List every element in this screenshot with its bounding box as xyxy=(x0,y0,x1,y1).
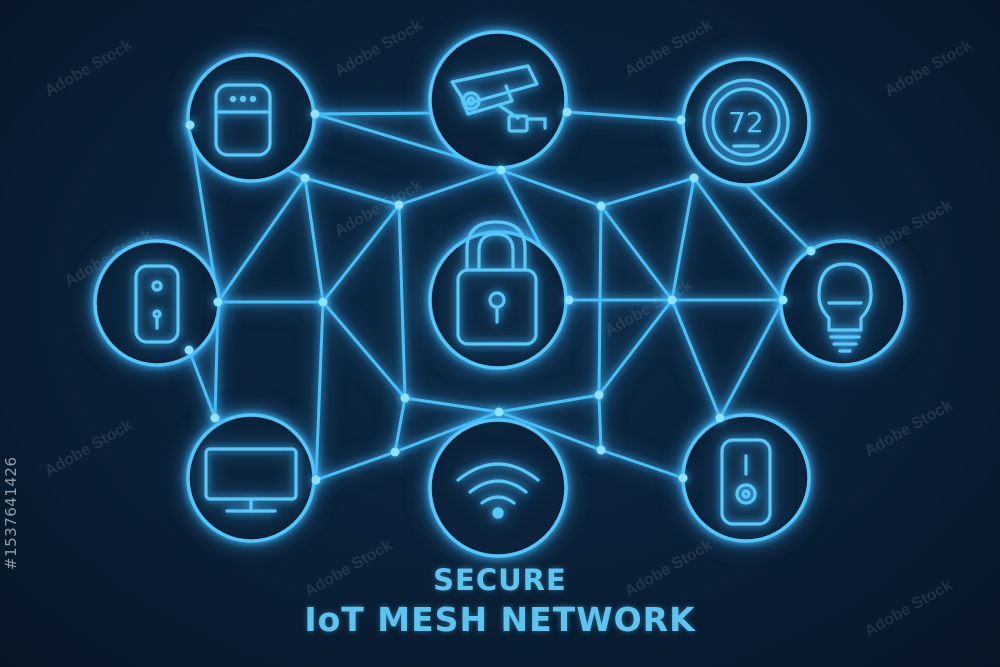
mesh-node xyxy=(806,246,816,256)
mesh-node xyxy=(311,475,321,485)
mesh-node xyxy=(667,295,677,305)
mesh-link xyxy=(398,168,502,207)
mesh-node xyxy=(676,115,686,125)
mesh-link xyxy=(394,410,500,454)
mesh-node xyxy=(494,407,504,417)
device-circle xyxy=(428,30,568,170)
mesh-link xyxy=(718,299,785,419)
monitor-icon xyxy=(204,447,298,513)
mesh-link xyxy=(304,176,400,207)
mesh-link xyxy=(315,450,396,482)
wifi-icon xyxy=(456,462,540,519)
mesh-node xyxy=(496,165,506,175)
mesh-node xyxy=(778,295,788,305)
mesh-links xyxy=(187,110,813,482)
mesh-link xyxy=(404,396,500,414)
caption-line-1: SECURE xyxy=(433,563,567,597)
mesh-link xyxy=(500,168,602,208)
mesh-node xyxy=(596,445,606,455)
mesh-node xyxy=(318,297,328,307)
device-circle xyxy=(428,418,568,558)
mesh-link xyxy=(321,204,401,303)
mesh-node xyxy=(689,173,699,183)
mesh-link xyxy=(600,176,695,208)
mesh-node xyxy=(185,120,195,130)
mesh-node xyxy=(594,390,604,400)
mesh-link xyxy=(599,205,674,301)
light-bulb-icon xyxy=(817,262,873,353)
device-circle xyxy=(93,239,221,367)
door-sensor-icon xyxy=(134,264,180,344)
mesh-link xyxy=(498,410,602,452)
mesh-node xyxy=(715,413,725,423)
thermostat-reading: 72 xyxy=(728,106,764,139)
mesh-node xyxy=(310,109,320,119)
mesh-nodes xyxy=(184,107,816,485)
mesh-link xyxy=(498,393,600,414)
mesh-node xyxy=(300,173,310,183)
device-circle xyxy=(186,53,316,183)
mesh-node xyxy=(210,413,220,423)
mesh-link xyxy=(597,394,603,451)
mesh-node xyxy=(394,200,404,210)
mesh-node xyxy=(678,473,688,483)
padlock-icon xyxy=(456,220,538,346)
mesh-link xyxy=(670,177,696,301)
mesh-node xyxy=(213,297,223,307)
mesh-node xyxy=(596,201,606,211)
mesh-link xyxy=(314,301,325,481)
thermostat-icon xyxy=(702,78,790,166)
mesh-link xyxy=(566,110,682,122)
mesh-node xyxy=(562,107,572,117)
caption-line-2: IoT MESH NETWORK xyxy=(304,600,696,639)
mesh-node xyxy=(564,295,574,305)
security-camera-icon xyxy=(450,64,547,133)
mesh-link xyxy=(303,177,325,303)
smart-speaker-icon xyxy=(214,83,272,157)
mesh-link xyxy=(321,301,407,399)
mesh-link xyxy=(393,397,407,453)
mesh-node xyxy=(400,393,410,403)
device-circle xyxy=(681,413,811,543)
mesh-link xyxy=(692,177,785,301)
mesh-link xyxy=(670,299,722,419)
mesh-link xyxy=(597,299,674,396)
mesh-link xyxy=(600,448,684,480)
mesh-link xyxy=(216,177,307,303)
stock-image-id: #1537641426 xyxy=(2,456,20,570)
device-circle xyxy=(428,230,568,370)
mesh-link xyxy=(187,349,217,419)
mesh-link xyxy=(188,124,220,303)
mesh-link xyxy=(397,204,407,399)
mesh-node xyxy=(390,447,400,457)
smart-plug-icon xyxy=(720,438,772,526)
mesh-node xyxy=(184,345,194,355)
